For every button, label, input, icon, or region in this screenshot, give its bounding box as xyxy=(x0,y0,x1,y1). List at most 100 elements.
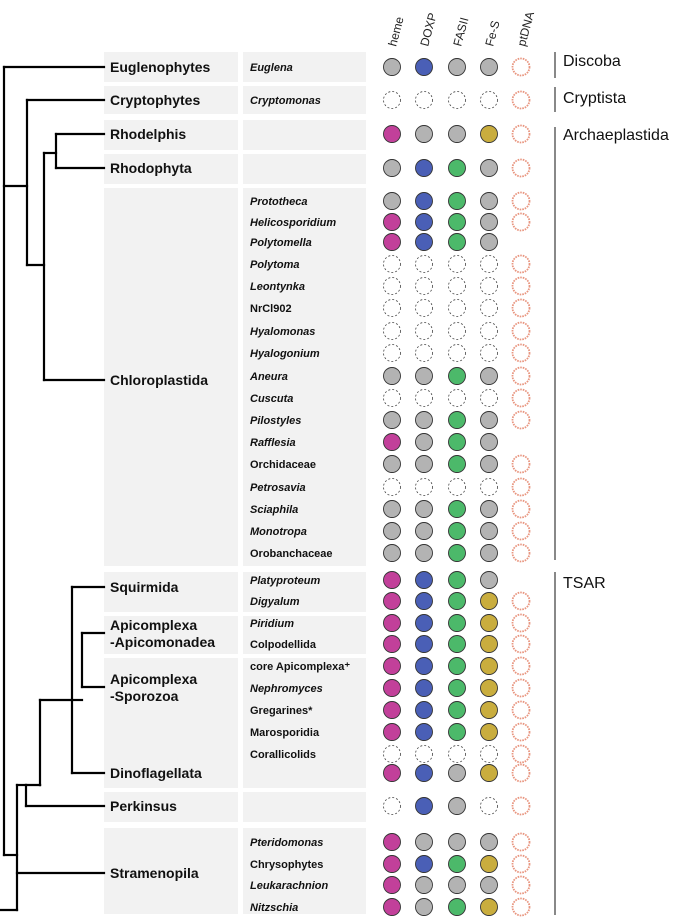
present-dot xyxy=(448,898,466,916)
group-label: Chloroplastida xyxy=(110,372,208,388)
ptdna-ring xyxy=(511,124,531,144)
group-label: Apicomplexa-Sporozoa xyxy=(110,671,197,704)
present-dot xyxy=(415,159,433,177)
present-dot xyxy=(448,58,466,76)
present-dot xyxy=(480,764,498,782)
taxon-label: Helicosporidium xyxy=(250,217,336,229)
column-header: ptDNA xyxy=(514,10,537,48)
ptdna-ring xyxy=(511,57,531,77)
column-header: heme xyxy=(385,15,406,48)
present-dot xyxy=(480,544,498,562)
present-dot xyxy=(415,855,433,873)
absent-dot xyxy=(448,344,466,362)
present-dot xyxy=(480,500,498,518)
group-label: Cryptophytes xyxy=(110,92,200,108)
absent-dot xyxy=(383,389,401,407)
taxon-label: core Apicomplexa⁺ xyxy=(250,661,350,673)
group-label: Perkinsus xyxy=(110,798,177,814)
taxon-panel xyxy=(243,52,366,82)
present-dot xyxy=(480,635,498,653)
present-dot xyxy=(448,192,466,210)
present-dot xyxy=(415,614,433,632)
clade-label: Archaeplastida xyxy=(563,127,669,144)
ptdna-ring xyxy=(511,454,531,474)
taxon-label: Orobanchaceae xyxy=(250,548,333,560)
present-dot xyxy=(480,58,498,76)
ptdna-ring xyxy=(511,854,531,874)
present-dot xyxy=(383,855,401,873)
taxon-label: Polytomella xyxy=(250,237,312,249)
group-label: Dinoflagellata xyxy=(110,765,202,781)
taxon-label: Hyalomonas xyxy=(250,326,315,338)
phylogenetic-tree xyxy=(0,65,106,912)
present-dot xyxy=(383,500,401,518)
ptdna-ring xyxy=(511,543,531,563)
present-dot xyxy=(448,592,466,610)
present-dot xyxy=(415,433,433,451)
ptdna-ring xyxy=(511,897,531,917)
present-dot xyxy=(448,679,466,697)
present-dot xyxy=(415,635,433,653)
taxon-panel xyxy=(243,86,366,114)
ptdna-ring xyxy=(511,276,531,296)
ptdna-ring xyxy=(511,499,531,519)
present-dot xyxy=(448,701,466,719)
ptdna-ring xyxy=(511,591,531,611)
absent-dot xyxy=(383,322,401,340)
present-dot xyxy=(448,833,466,851)
present-dot xyxy=(415,544,433,562)
absent-dot xyxy=(448,91,466,109)
present-dot xyxy=(448,433,466,451)
clade-label: TSAR xyxy=(563,575,606,592)
present-dot xyxy=(480,125,498,143)
present-dot xyxy=(448,571,466,589)
taxon-label: Rafflesia xyxy=(250,437,296,449)
presence-matrix xyxy=(383,57,531,917)
taxon-panel xyxy=(243,828,366,914)
taxon-label: Cuscuta xyxy=(250,393,293,405)
present-dot xyxy=(383,125,401,143)
absent-dot xyxy=(415,255,433,273)
ptdna-ring xyxy=(511,90,531,110)
ptdna-ring xyxy=(511,656,531,676)
group-panel xyxy=(104,828,238,914)
present-dot xyxy=(415,571,433,589)
absent-dot xyxy=(480,277,498,295)
present-dot xyxy=(448,159,466,177)
present-dot xyxy=(480,723,498,741)
present-dot xyxy=(448,522,466,540)
ptdna-ring xyxy=(511,212,531,232)
present-dot xyxy=(383,592,401,610)
absent-dot xyxy=(383,299,401,317)
present-dot xyxy=(480,614,498,632)
present-dot xyxy=(383,159,401,177)
absent-dot xyxy=(415,277,433,295)
absent-dot xyxy=(415,299,433,317)
group-panel xyxy=(104,658,238,762)
present-dot xyxy=(480,701,498,719)
ptdna-ring xyxy=(511,832,531,852)
present-dot xyxy=(480,898,498,916)
absent-dot xyxy=(383,344,401,362)
ptdna-ring xyxy=(511,678,531,698)
group-label: Rhodelphis xyxy=(110,126,186,142)
present-dot xyxy=(415,455,433,473)
taxon-label: Chrysophytes xyxy=(250,859,323,871)
present-dot xyxy=(480,433,498,451)
present-dot xyxy=(415,500,433,518)
present-dot xyxy=(415,411,433,429)
absent-dot xyxy=(415,478,433,496)
present-dot xyxy=(448,411,466,429)
present-dot xyxy=(480,876,498,894)
present-dot xyxy=(448,876,466,894)
present-dot xyxy=(383,192,401,210)
present-dot xyxy=(480,192,498,210)
present-dot xyxy=(415,723,433,741)
present-dot xyxy=(415,764,433,782)
ptdna-ring xyxy=(511,722,531,742)
ptdna-ring xyxy=(511,191,531,211)
taxon-panel xyxy=(243,616,366,654)
group-label: Euglenophytes xyxy=(110,59,211,75)
absent-dot xyxy=(480,745,498,763)
